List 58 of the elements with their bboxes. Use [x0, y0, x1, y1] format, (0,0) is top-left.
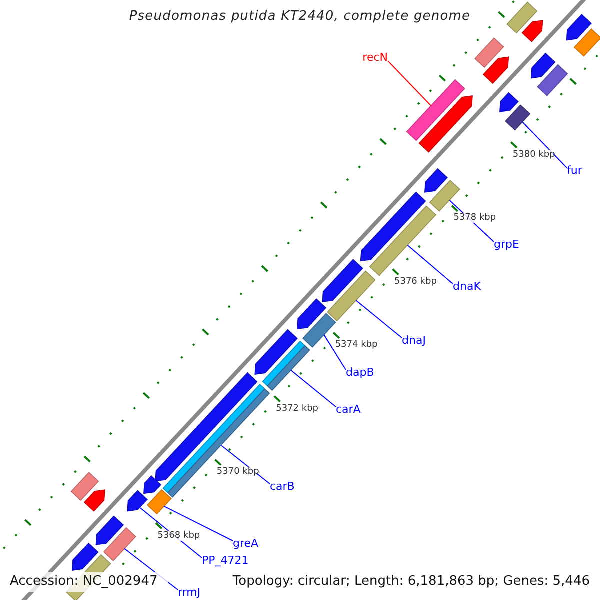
tick-label: 5378 kbp — [454, 213, 494, 224]
gene-label: fur — [567, 164, 582, 177]
gene-bar — [70, 472, 100, 502]
leader-line — [220, 444, 270, 484]
tick-label: 5372 kbp — [276, 404, 316, 414]
gene-bar — [505, 104, 531, 131]
gene-block — [500, 92, 519, 112]
gene-block — [418, 95, 473, 153]
tick-label: 5376 kbp — [394, 276, 434, 287]
leader-line — [522, 122, 568, 168]
gene-bar — [327, 270, 376, 322]
gene-bar — [474, 38, 504, 68]
gene-label: carB — [270, 480, 295, 493]
gene-block — [155, 372, 258, 482]
gene-label: recN — [362, 51, 388, 64]
gene-bar — [574, 28, 600, 57]
gene-bar — [103, 527, 136, 562]
gene-label: carA — [336, 403, 361, 416]
gene-label: rrmJ — [178, 586, 201, 599]
gene-label: grpE — [494, 238, 520, 251]
gene-label: dnaK — [453, 280, 481, 293]
gene-block — [424, 168, 448, 193]
tick-label: 5370 kbp — [216, 467, 257, 478]
gene-block — [72, 542, 99, 571]
gene-bar — [506, 2, 538, 34]
leader-line — [290, 370, 336, 408]
tick-label: 5368 kbp — [158, 530, 198, 541]
gene-block — [322, 259, 364, 303]
gene-bar — [369, 206, 437, 276]
gene-label: dnaJ — [402, 334, 426, 347]
leader-line — [407, 244, 454, 284]
leader-line — [324, 334, 346, 370]
gene-block — [84, 490, 106, 512]
gene-block — [566, 14, 592, 41]
gene-bar — [429, 180, 460, 212]
gene-block — [96, 516, 124, 546]
gene-block — [530, 52, 556, 79]
gene-block — [127, 490, 148, 512]
gene-label: dapB — [346, 366, 374, 379]
gene-bar — [537, 64, 568, 96]
gene-label: greA — [233, 537, 259, 550]
title: Pseudomonas putida KT2440, complete genome — [128, 9, 472, 24]
gene-label: PP_4721 — [202, 554, 249, 567]
gene-bar — [406, 79, 466, 142]
leader-line — [164, 506, 234, 542]
gene-bar — [146, 489, 172, 515]
gene-block — [522, 20, 544, 42]
gene-block — [254, 329, 298, 375]
gene-bar — [262, 340, 310, 392]
leader-line — [388, 60, 432, 106]
gene-block — [360, 192, 426, 262]
gene-bar — [302, 313, 336, 348]
gene-bar — [162, 384, 270, 498]
gene-block — [296, 298, 327, 330]
gene-block — [482, 56, 510, 84]
tick-label: 5380 kbp — [512, 150, 553, 160]
tick-label: 5374 kbp — [335, 340, 376, 350]
leader-line — [356, 300, 402, 338]
